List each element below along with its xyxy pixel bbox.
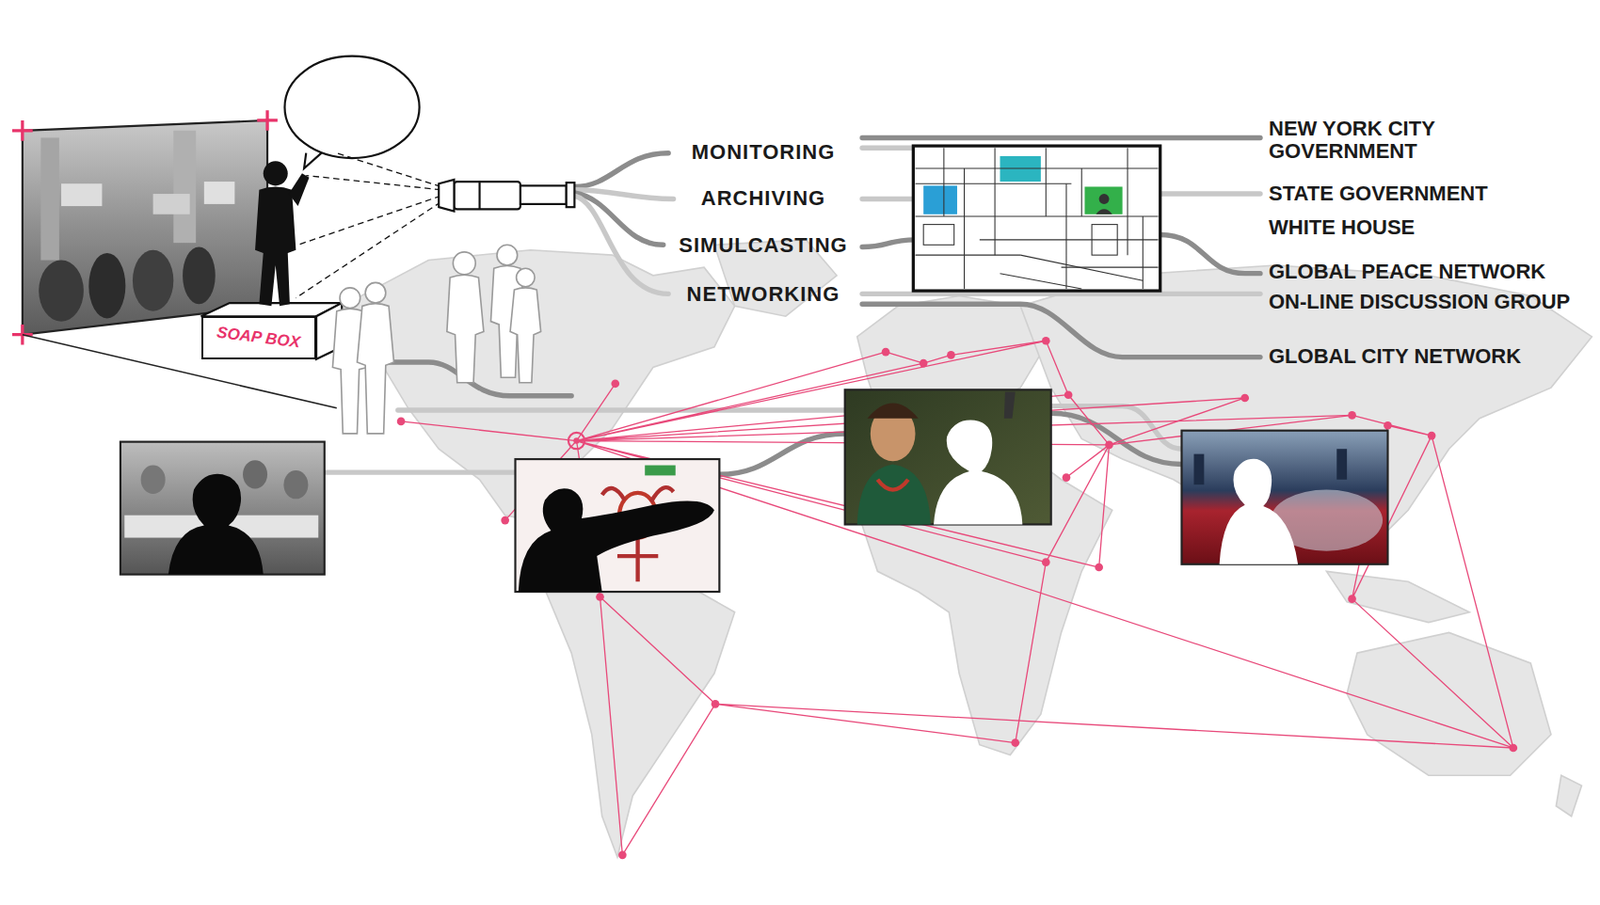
world-map	[341, 240, 1592, 858]
soap-box-faces	[201, 303, 343, 360]
label: NETWORKING	[687, 283, 841, 306]
label: GLOBAL CITY NETWORK	[1268, 345, 1521, 368]
node-text: SOAP BOX	[216, 323, 303, 353]
camera-sight-lines	[295, 153, 441, 299]
label: ON-LINE DISCUSSION GROUP	[1268, 290, 1570, 314]
label: WHITE HOUSE	[1268, 216, 1415, 240]
grey-lines	[326, 137, 1261, 475]
photo-graffiti	[515, 459, 720, 592]
label: ARCHIVING	[701, 187, 826, 210]
label: GLOBAL PEACE NETWORK	[1268, 260, 1546, 284]
photo-whale	[1181, 431, 1388, 565]
label: MONITORING	[691, 141, 836, 164]
soap-box: SOAP BOX	[201, 316, 317, 360]
label: STATE GOVERNMENT	[1268, 182, 1488, 206]
label: SIMULCASTING	[678, 234, 848, 257]
people-silhouettes	[332, 244, 541, 434]
photo-crowd	[120, 442, 325, 576]
label: NEW YORK CITY GOVERNMENT	[1268, 117, 1457, 163]
pink-network	[400, 340, 1514, 856]
speech-bubble	[284, 56, 419, 169]
floor-lines	[22, 305, 337, 408]
network-dots	[397, 336, 1518, 860]
floor-plan	[912, 145, 1160, 291]
speaker-silhouette	[255, 160, 309, 306]
photo-child	[845, 389, 1052, 525]
camera-symbol	[438, 179, 575, 212]
